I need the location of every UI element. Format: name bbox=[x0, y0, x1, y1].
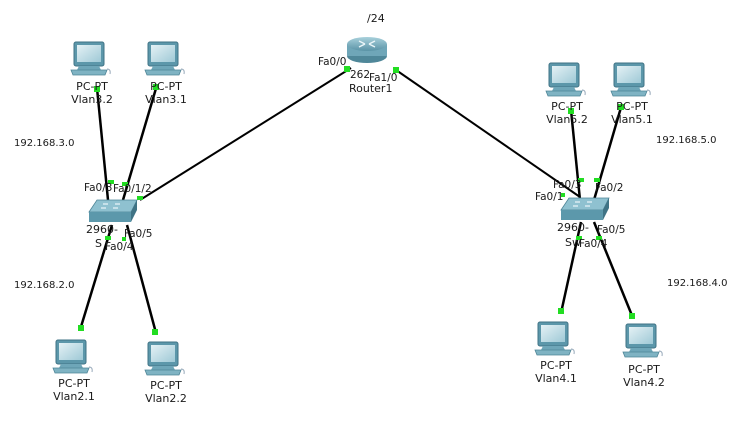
pc-vlan2-1-icon[interactable] bbox=[52, 339, 93, 374]
pc-name: Vlan4.2 bbox=[623, 376, 665, 389]
switch-left-port-d: Fa0/4 bbox=[105, 241, 134, 253]
switch-right-port-a: Fa0/3 bbox=[553, 179, 582, 191]
links bbox=[78, 67, 635, 334]
link-light bbox=[344, 66, 350, 72]
network-note-192-168-5-0: 192.168.5.0 bbox=[656, 135, 717, 146]
link-light bbox=[618, 104, 624, 110]
pc-name: Vlan3.1 bbox=[145, 93, 187, 106]
link-light bbox=[78, 325, 84, 331]
router-port-fa1-0: Fa1/0 bbox=[369, 72, 398, 84]
link-light bbox=[558, 308, 564, 314]
switch-right-icon[interactable] bbox=[560, 197, 610, 221]
pc-name: Vlan4.1 bbox=[535, 372, 577, 385]
link-light bbox=[137, 196, 143, 200]
pc-name: Vlan3.2 bbox=[71, 93, 113, 106]
network-note-192-168-3-0: 192.168.3.0 bbox=[14, 138, 75, 149]
router-model: 262 bbox=[350, 69, 371, 81]
pc-type: PC-PT bbox=[150, 80, 182, 93]
switch-left-model: 2960- bbox=[86, 223, 118, 236]
link-light bbox=[122, 237, 126, 241]
link-vlan5-1[interactable] bbox=[592, 103, 624, 201]
pc-type: PC-PT bbox=[551, 100, 583, 113]
link-light bbox=[153, 84, 159, 90]
network-note-192-168-2-0: 192.168.2.0 bbox=[14, 280, 75, 291]
link-light bbox=[94, 86, 100, 92]
switch-right-port-c: Fa0/1 bbox=[535, 191, 564, 203]
pc-vlan5-1-icon[interactable] bbox=[610, 62, 651, 97]
router-mask-note: /24 bbox=[367, 12, 385, 25]
pc-type: PC-PT bbox=[76, 80, 108, 93]
network-note-192-168-4-0: 192.168.4.0 bbox=[667, 278, 728, 289]
switch-left-port-a: Fa0/3 bbox=[84, 182, 113, 194]
link-vlan2-1[interactable] bbox=[78, 224, 114, 331]
router-name: Router1 bbox=[349, 82, 393, 95]
pc-type: PC-PT bbox=[58, 377, 90, 390]
link-light bbox=[393, 67, 399, 73]
link-light bbox=[105, 236, 111, 240]
pc-vlan4-2-icon[interactable] bbox=[622, 323, 663, 358]
link-router-switch-right[interactable] bbox=[395, 69, 581, 198]
router-icon[interactable] bbox=[347, 37, 387, 63]
pc-name: Vlan5.1 bbox=[611, 113, 653, 126]
link-lights bbox=[78, 66, 635, 335]
switch-right-name: Sw bbox=[565, 236, 581, 249]
switch-left-port-c: Fa0/5 bbox=[124, 228, 153, 240]
pc-name: Vlan2.2 bbox=[145, 392, 187, 405]
pc-type: PC-PT bbox=[150, 379, 182, 392]
link-vlan2-2[interactable] bbox=[125, 224, 158, 334]
switch-right-port-b: Fa0/2 bbox=[595, 182, 624, 194]
switch-right-port-e: Fa0/4 bbox=[579, 238, 608, 250]
link-light bbox=[122, 182, 128, 186]
link-light bbox=[594, 178, 600, 182]
link-vlan5-2[interactable] bbox=[569, 109, 582, 201]
link-light bbox=[629, 313, 635, 319]
pc-vlan3-2-icon[interactable] bbox=[70, 41, 111, 76]
switch-left-port-b: Fa0/1/2 bbox=[113, 183, 152, 195]
link-light bbox=[152, 329, 158, 335]
link-light bbox=[568, 108, 574, 114]
pc-vlan2-2-icon[interactable] bbox=[144, 341, 185, 376]
pc-name: Vlan2.1 bbox=[53, 390, 95, 403]
switch-right-model: 2960- bbox=[557, 221, 589, 234]
pc-vlan3-1-icon[interactable] bbox=[144, 41, 185, 76]
switch-left-name: S bbox=[95, 237, 102, 250]
pc-vlan5-2-icon[interactable] bbox=[545, 62, 586, 97]
link-light bbox=[596, 236, 602, 240]
link-light bbox=[578, 178, 584, 182]
link-light bbox=[576, 236, 582, 240]
link-light bbox=[561, 193, 565, 197]
router-port-fa0-0: Fa0/0 bbox=[318, 56, 347, 68]
link-light bbox=[108, 180, 114, 184]
link-vlan3-2[interactable] bbox=[95, 87, 110, 201]
pc-type: PC-PT bbox=[616, 100, 648, 113]
pc-type: PC-PT bbox=[540, 359, 572, 372]
switch-left-icon[interactable] bbox=[88, 199, 138, 223]
pc-type: PC-PT bbox=[628, 363, 660, 376]
link-vlan3-1[interactable] bbox=[121, 84, 159, 201]
link-router-switch-left[interactable] bbox=[139, 67, 352, 201]
pc-name: Vlan5.2 bbox=[546, 113, 588, 126]
pc-vlan4-1-icon[interactable] bbox=[534, 321, 575, 356]
switch-right-port-d: Fa0/5 bbox=[597, 224, 626, 236]
